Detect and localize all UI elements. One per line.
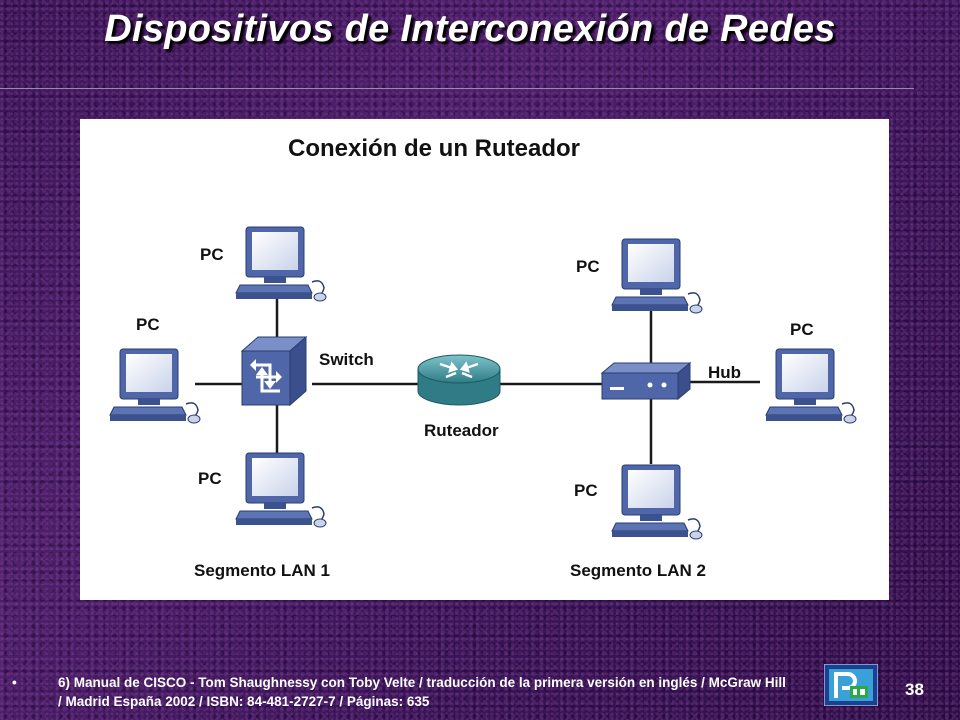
- pc-label-right: PC: [790, 320, 814, 339]
- router-icon: [417, 354, 501, 406]
- switch-icon: [240, 335, 308, 407]
- pc-icon-right: [765, 348, 857, 424]
- slide-title: Dispositivos de Interconexión de Redes: [104, 8, 836, 50]
- connection-lines: [195, 299, 760, 464]
- pc-label-top-right: PC: [576, 257, 600, 276]
- hub-icon: [600, 361, 692, 401]
- title-divider: [0, 88, 914, 89]
- publisher-logo-icon: [824, 664, 878, 706]
- hub-label: Hub: [708, 363, 742, 382]
- bullet: •: [12, 675, 17, 690]
- pc-label-bottom-right: PC: [574, 481, 598, 500]
- router-label: Ruteador: [424, 421, 499, 440]
- switch-label: Switch: [319, 350, 374, 369]
- pc-label-bottom-left: PC: [198, 469, 222, 488]
- segment-lan-2-label: Segmento LAN 2: [570, 561, 707, 580]
- pc-label-top-left: PC: [200, 245, 224, 264]
- pc-icon-bottom-left: [235, 452, 327, 528]
- pc-label-left: PC: [136, 315, 160, 334]
- pc-icon-left: [109, 348, 201, 424]
- segment-lan-1-label: Segmento LAN 1: [194, 561, 331, 580]
- page-number: 38: [905, 680, 924, 699]
- pc-icon-top-left: [235, 226, 327, 302]
- reference-text: 6) Manual de CISCO - Tom Shaughnessy con…: [58, 675, 786, 709]
- pc-icon-bottom-right: [611, 464, 703, 540]
- diagram-title: Conexión de un Ruteador: [288, 135, 581, 162]
- diagram-canvas: [109, 226, 857, 540]
- pc-icon-top-right: [611, 238, 703, 314]
- network-diagram: Conexión de un Ruteador PC PC PC PC PC P…: [80, 119, 889, 600]
